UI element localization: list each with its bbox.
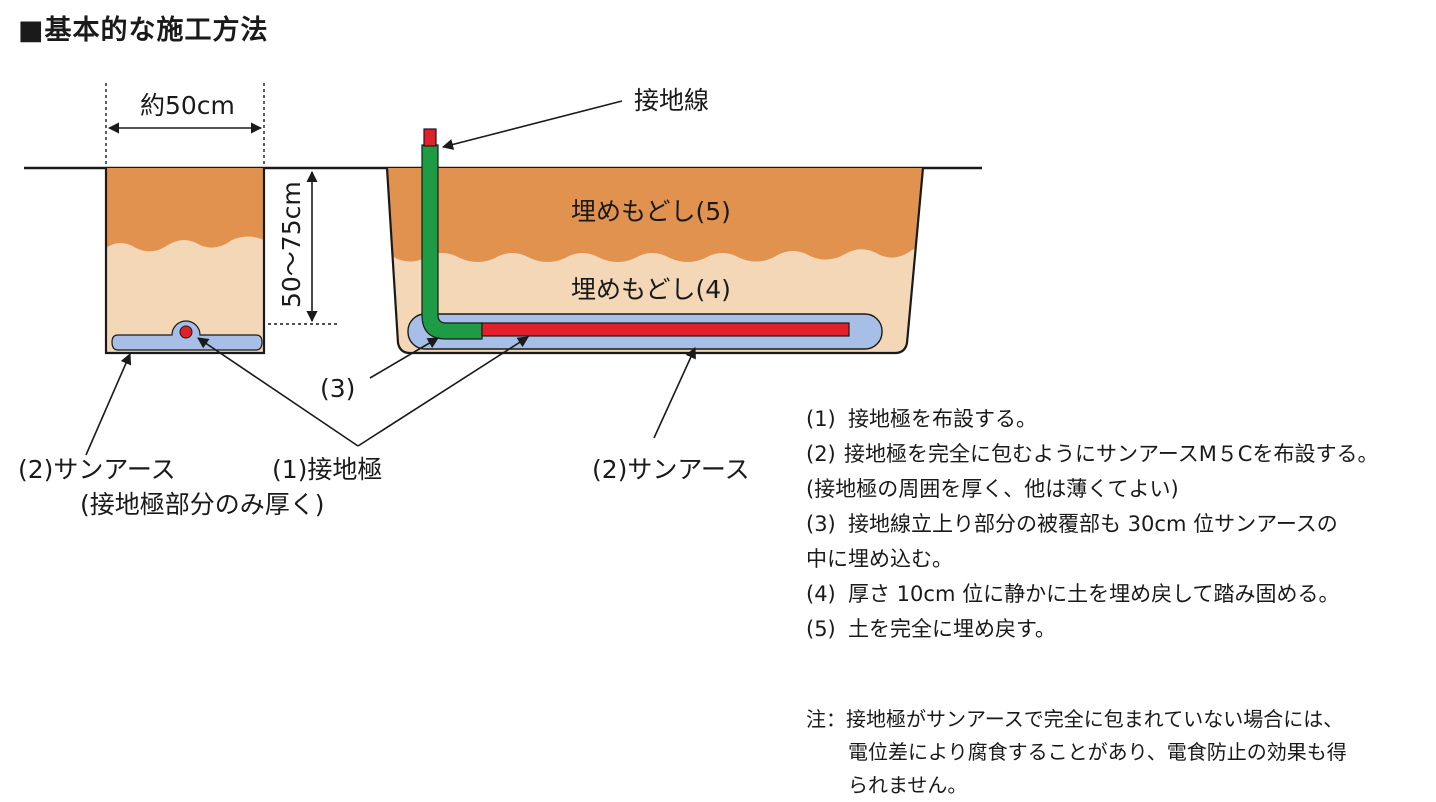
step-number: (4) [806, 582, 836, 606]
step-number: (1) [806, 407, 836, 431]
electrode-label: (1)接地極 [272, 455, 383, 484]
note-line-1: 接地極がサンアースで完全に包まれていない場合には、 [846, 707, 1344, 731]
electrode-leader-left [197, 337, 359, 447]
sunearth-left-label: (2)サンアース [18, 455, 176, 484]
callout-3-label: (3) [320, 374, 356, 403]
backfill-4-label: 埋めもどし(4) [571, 275, 731, 304]
right-sunearth-leader [653, 346, 696, 439]
left-electrode-dot [179, 325, 193, 339]
electrode-leader-right [357, 336, 529, 447]
callout-3-leader [369, 337, 439, 379]
step-4: (4) 厚さ 10cm 位に静かに土を埋め戻して踏み固める。 [806, 577, 1431, 612]
step-list: (1) 接地極を布設する。 (2) 接地極を完全に包むようにサンアースM５Cを布設す… [806, 402, 1431, 647]
step-text: 厚さ 10cm 位に静かに土を埋め戻して踏み固める。 [848, 582, 1340, 606]
width-label: 約50cm [140, 91, 235, 120]
step-continuation: (接地極の周囲を厚く、他は薄くてよい) [806, 477, 1179, 501]
left-trench [104, 168, 266, 355]
ground-wire-leader [441, 100, 623, 150]
step-3: (3) 接地線立上り部分の被覆部も 30cm 位サンアースの 中に埋め込む。 [806, 507, 1431, 577]
caution-note: 注：接地極がサンアースで完全に包まれていない場合には、 電位差により腐食すること… [806, 703, 1431, 802]
ground-wire-top [423, 128, 437, 147]
backfill-5-label: 埋めもどし(5) [571, 197, 731, 226]
note-head: 注： [806, 707, 846, 731]
step-number: (3) [806, 512, 836, 536]
step-5: (5) 土を完全に埋め戻す。 [806, 612, 1431, 647]
step-1: (1) 接地極を布設する。 [806, 402, 1431, 437]
left-trench-outline [104, 168, 266, 355]
sunearth-left-note: (接地極部分のみ厚く) [80, 490, 325, 519]
step-text: 接地極を布設する。 [848, 407, 1037, 431]
right-electrode-bar [481, 322, 850, 337]
note-line-2: 電位差により腐食することがあり、電食防止の効果も得 [848, 740, 1347, 764]
left-trench-upper-soil [106, 168, 264, 252]
step-number: (5) [806, 617, 836, 641]
depth-label: 50～75cm [277, 181, 306, 308]
ground-wire-label: 接地線 [634, 86, 710, 115]
page-title: ■基本的な施工方法 [18, 15, 269, 46]
step-2: (2) 接地極を完全に包むようにサンアースM５Cを布設する。 (接地極の周囲を厚く… [806, 437, 1431, 507]
step-text: 土を完全に埋め戻す。 [848, 617, 1056, 641]
step-number: (2) [806, 442, 836, 466]
sunearth-right-label: (2)サンアース [592, 455, 750, 484]
step-text: 接地線立上り部分の被覆部も 30cm 位サンアースの [848, 512, 1338, 536]
step-continuation: 中に埋め込む。 [806, 547, 953, 571]
note-line-3: られません。 [848, 773, 968, 797]
right-trench-upper-soil [387, 168, 923, 262]
right-trench-outline [385, 167, 925, 355]
left-sunearth-leader [85, 352, 132, 456]
step-text: 接地極を完全に包むようにサンアースM５Cを布設する。 [844, 442, 1379, 466]
